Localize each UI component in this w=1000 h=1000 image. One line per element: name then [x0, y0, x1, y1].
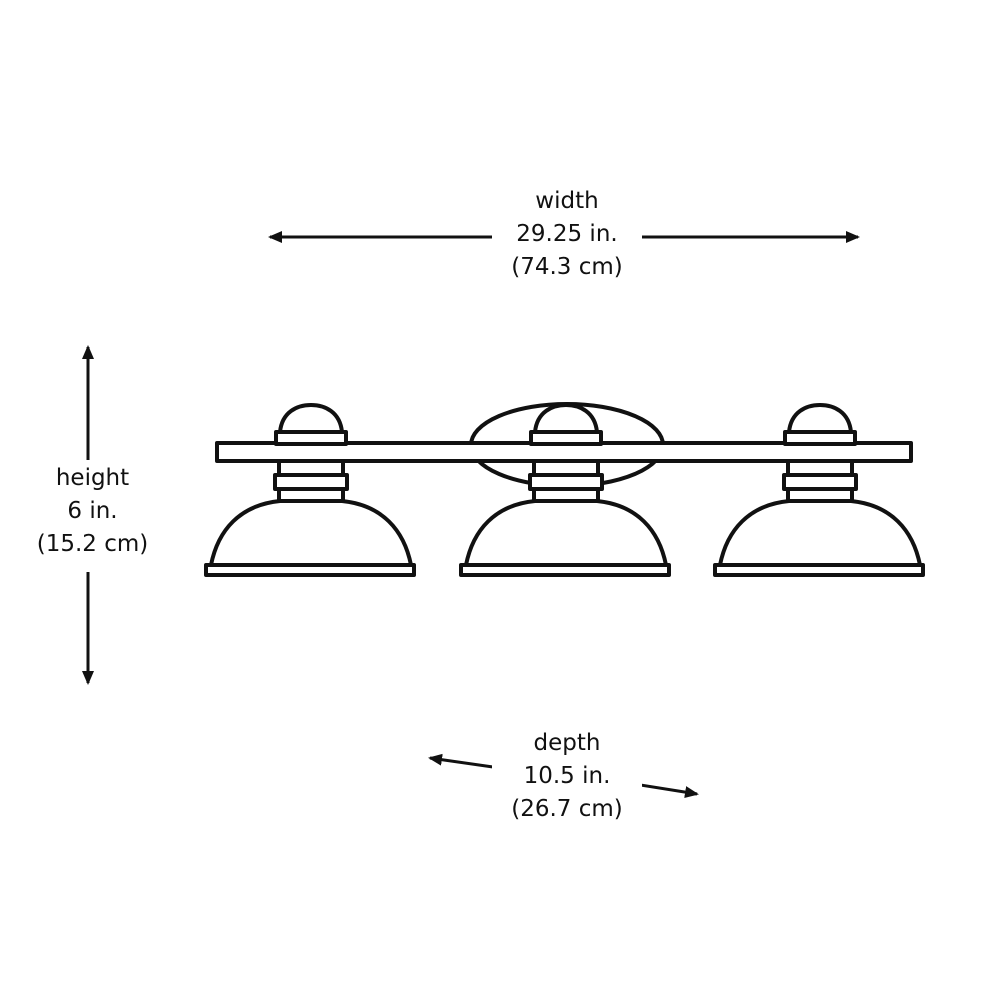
- height-title: height: [55, 465, 130, 491]
- shade-center: [459, 403, 671, 577]
- width-metric: (74.3 cm): [511, 254, 623, 280]
- shade-right: [713, 403, 925, 577]
- width-title: width: [535, 188, 599, 214]
- height-metric: (15.2 cm): [36, 531, 149, 557]
- width-label: width 29.25 in. (74.3 cm): [492, 185, 642, 284]
- height-imperial: 6 in.: [67, 498, 118, 524]
- vanity-light-fixture: [204, 402, 925, 577]
- shade-left: [204, 403, 416, 577]
- depth-imperial: 10.5 in.: [523, 763, 611, 789]
- depth-title: depth: [533, 730, 601, 756]
- height-label: height 6 in. (15.2 cm): [20, 462, 165, 561]
- width-imperial: 29.25 in.: [516, 221, 618, 247]
- depth-label: depth 10.5 in. (26.7 cm): [492, 727, 642, 826]
- depth-metric: (26.7 cm): [511, 796, 623, 822]
